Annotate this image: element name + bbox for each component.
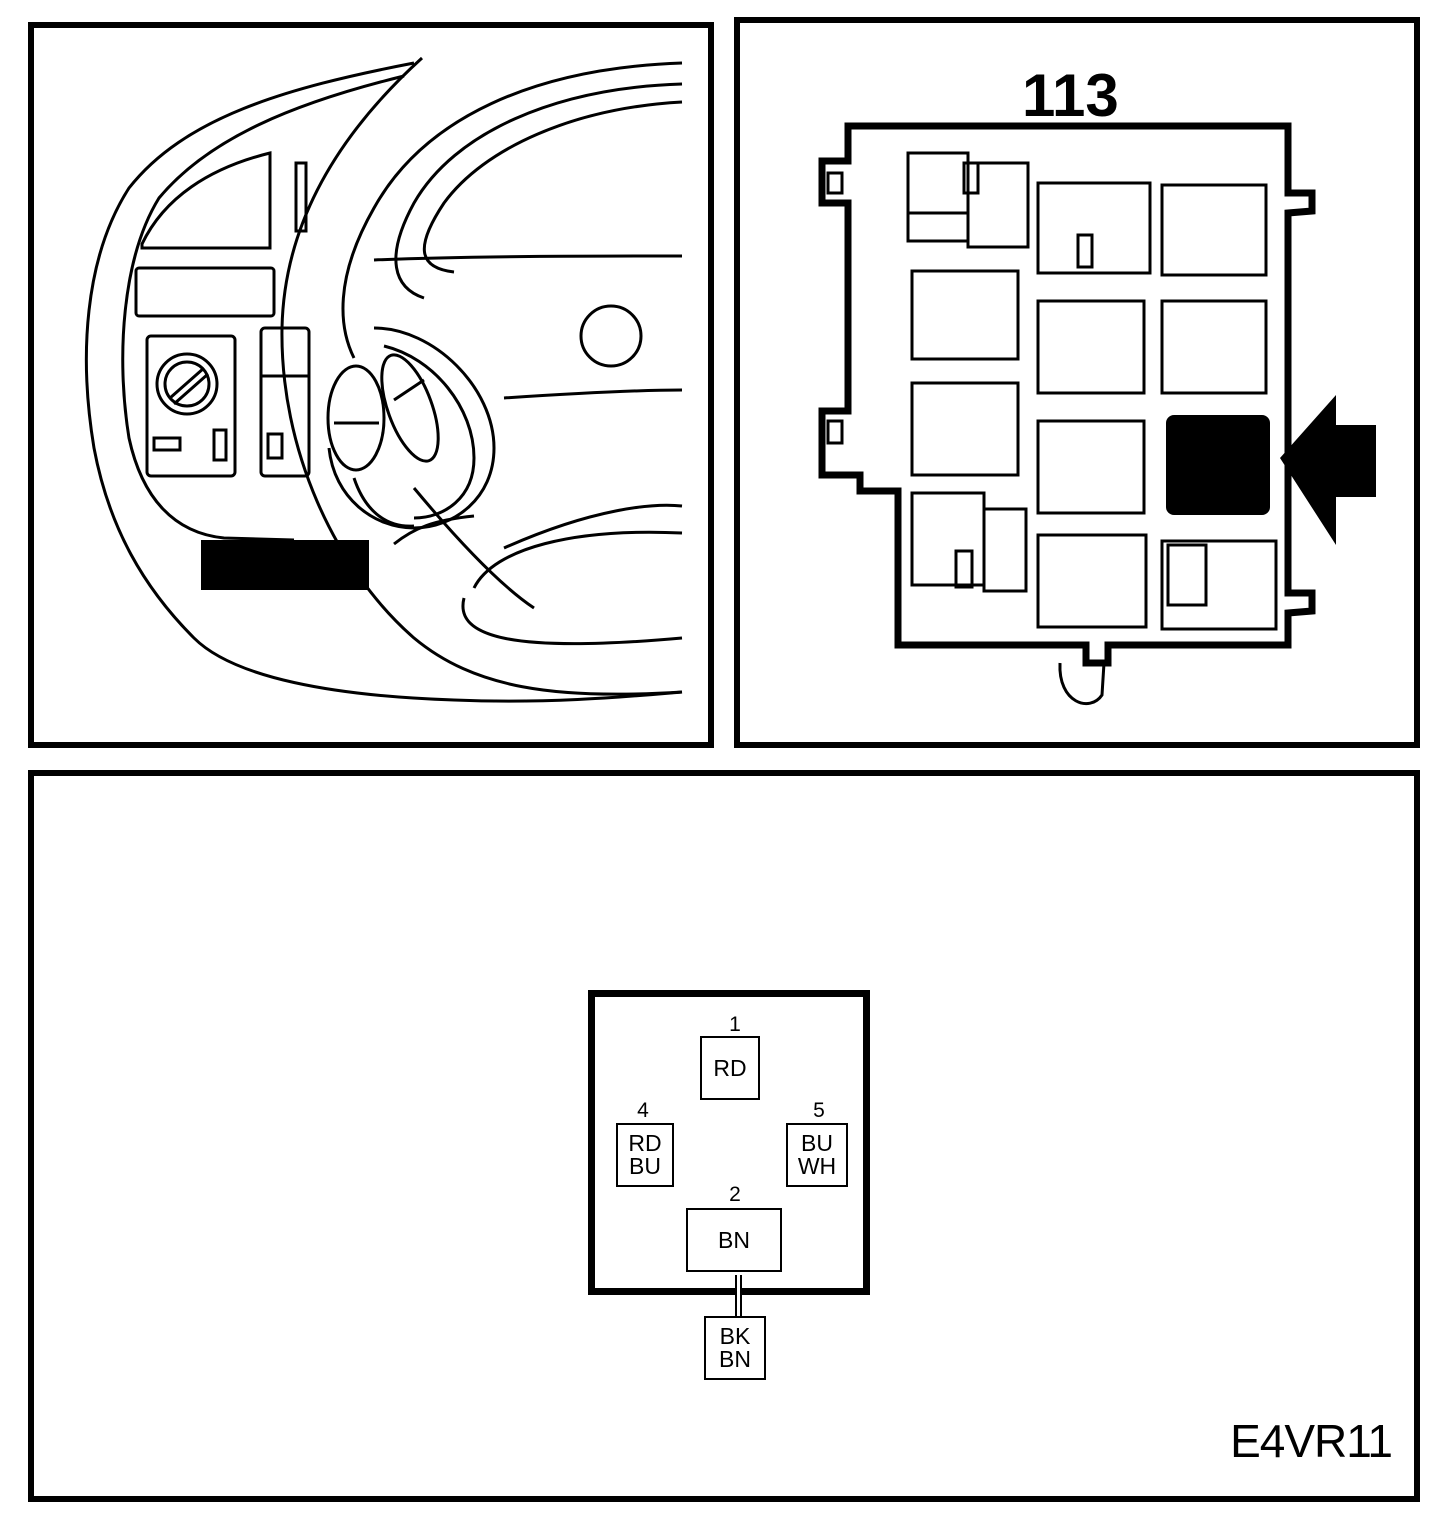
pin-number-5: 5 bbox=[813, 1099, 825, 1122]
connector-housing bbox=[588, 990, 870, 1295]
external-wire: BK BN bbox=[704, 1316, 766, 1380]
pin-number-4: 4 bbox=[637, 1099, 649, 1122]
pin-5-wire: BU WH bbox=[786, 1123, 848, 1187]
relay-box-illustration bbox=[818, 122, 1376, 706]
pin-2-wire: BN bbox=[686, 1208, 782, 1272]
highlighted-relay bbox=[1166, 415, 1270, 515]
dashboard-illustration bbox=[84, 56, 683, 703]
relay-box-panel: 113 bbox=[734, 17, 1420, 748]
location-marker bbox=[201, 540, 369, 590]
arrow-icon bbox=[1280, 395, 1376, 545]
pin-number-2: 2 bbox=[729, 1183, 741, 1206]
pin-1-wire: RD bbox=[700, 1036, 760, 1100]
diagram-code: E4VR11 bbox=[1230, 1415, 1393, 1467]
relay-box-label: 113 bbox=[1022, 62, 1119, 129]
connector-pinout-panel: 1 RD 4 RD BU 5 BU WH 2 BN BK BN E4VR11 bbox=[28, 770, 1420, 1502]
pin-4-wire: RD BU bbox=[616, 1123, 674, 1187]
dashboard-location-panel bbox=[28, 22, 714, 748]
relay-slots bbox=[906, 151, 1278, 631]
wire-stem bbox=[735, 1275, 742, 1317]
pin-number-1: 1 bbox=[729, 1013, 741, 1036]
